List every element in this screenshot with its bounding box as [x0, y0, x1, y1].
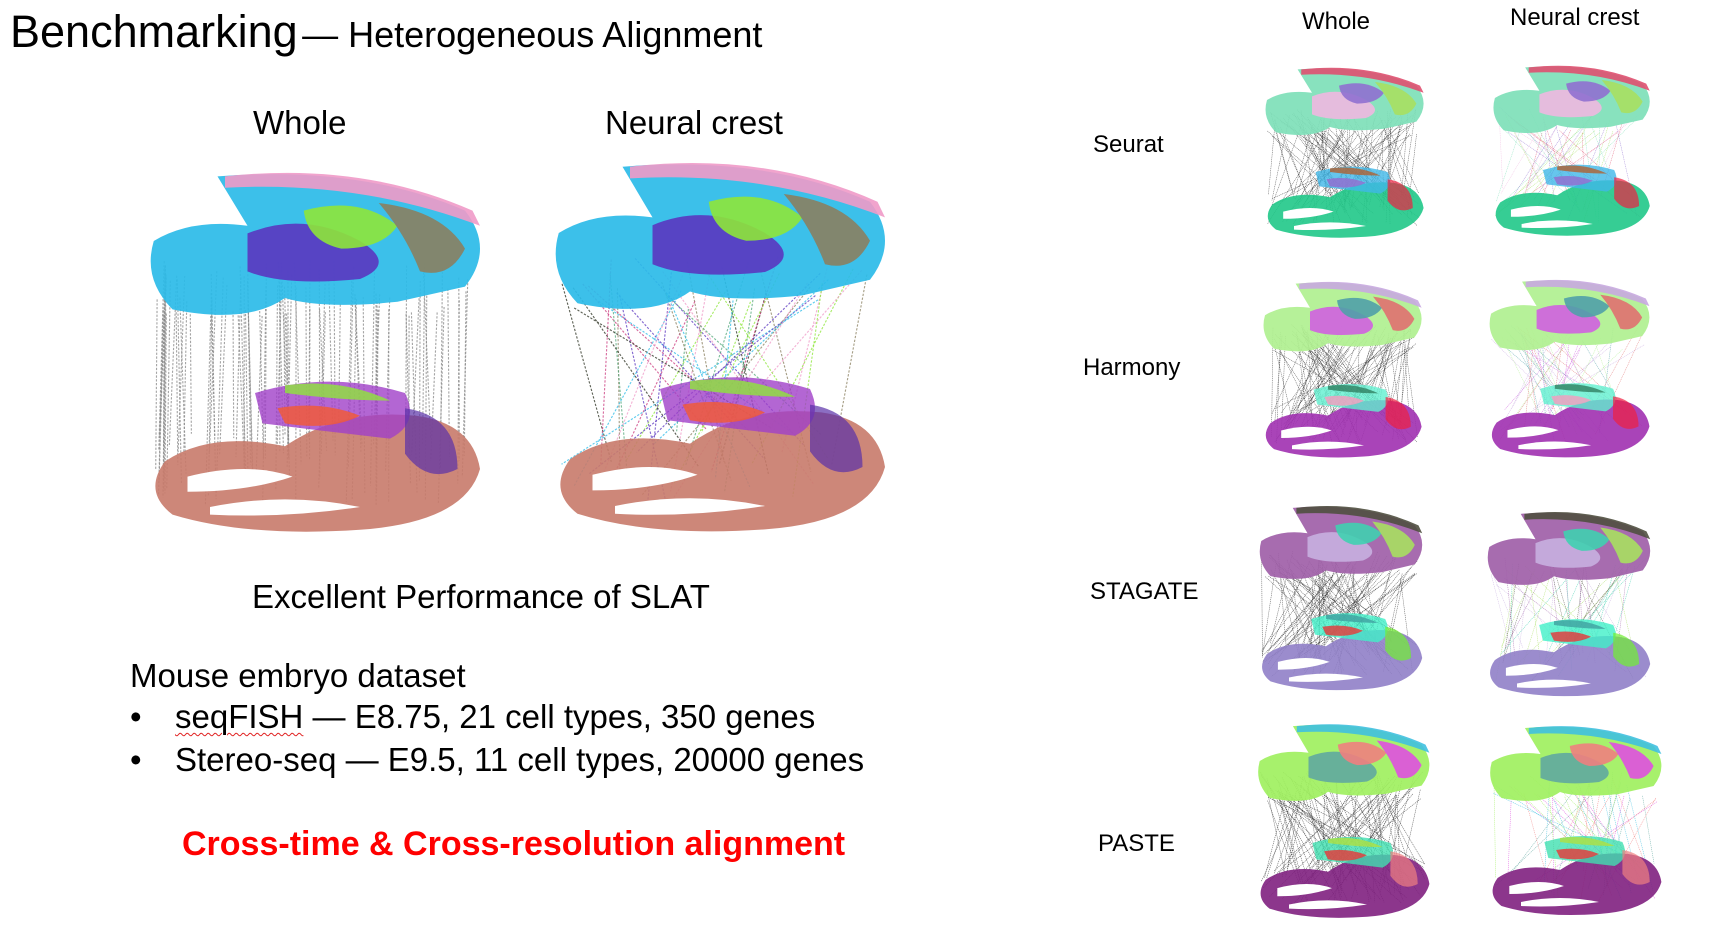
title-subtitle: — Heterogeneous Alignment [302, 14, 763, 55]
paste-whole-plot [1250, 720, 1445, 925]
grid-col-label-neural-crest: Neural crest [1510, 4, 1640, 31]
highlight-text: Cross-time & Cross-resolution alignment [182, 825, 846, 863]
dataset-bullet-stereoseq: • Stereo-seq — E9.5, 11 cell types, 2000… [130, 741, 864, 779]
slat-whole-alignment-plot [135, 165, 510, 545]
left-col-label-neural-crest: Neural crest [605, 104, 783, 141]
bullet-detail: — E8.75, 21 cell types, 350 genes [303, 698, 816, 735]
bullet-detail: — E9.5, 11 cell types, 20000 genes [336, 741, 865, 778]
seurat-whole-plot [1258, 64, 1438, 244]
method-label-paste: PASTE [1098, 830, 1175, 857]
dataset-title: Mouse embryo dataset [130, 657, 466, 694]
method-label-seurat: Seurat [1093, 131, 1164, 158]
harmony-neural-crest-plot [1482, 276, 1664, 464]
method-label-harmony: Harmony [1083, 354, 1181, 381]
stagate-whole-plot [1252, 502, 1437, 697]
dataset-bullet-seqfish: • seqFISH — E8.75, 21 cell types, 350 ge… [130, 698, 815, 736]
bullet-name: Stereo-seq [175, 741, 337, 778]
method-label-stagate: STAGATE [1090, 578, 1199, 605]
slide-title: Benchmarking — Heterogeneous Alignment [10, 6, 762, 58]
bullet-name: seqFISH [175, 698, 304, 735]
bullet-dot: • [130, 741, 142, 778]
slat-neural-crest-alignment-plot [540, 155, 915, 545]
seurat-neural-crest-plot [1486, 62, 1664, 242]
left-col-label-whole: Whole [253, 104, 347, 141]
harmony-whole-plot [1256, 278, 1436, 464]
bullet-dot: • [130, 698, 142, 735]
paste-neural-crest-plot [1482, 722, 1677, 922]
grid-col-label-whole: Whole [1302, 8, 1371, 35]
title-main: Benchmarking [10, 6, 298, 57]
stagate-neural-crest-plot [1480, 508, 1665, 703]
performance-caption: Excellent Performance of SLAT [252, 578, 710, 615]
